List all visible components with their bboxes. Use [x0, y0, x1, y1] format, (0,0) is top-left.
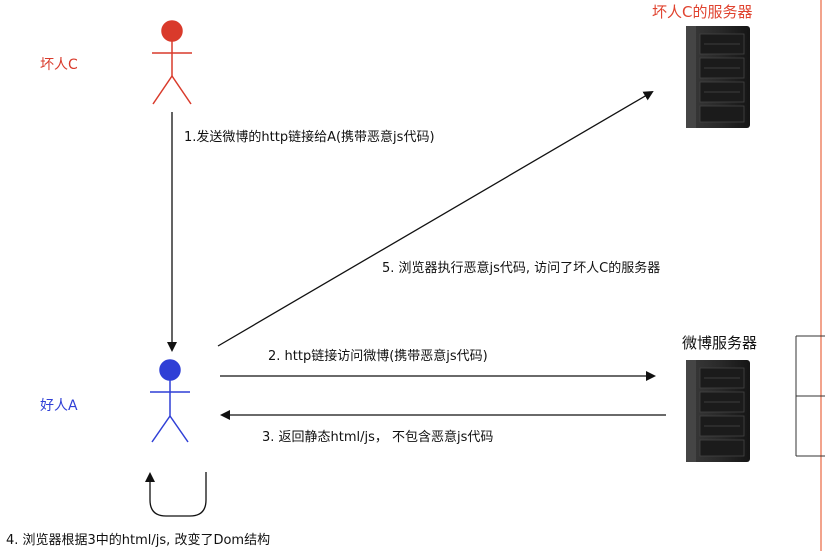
attacker-server-label: 坏人C的服务器 — [652, 3, 752, 21]
arrow-step-5 — [217, 90, 654, 347]
step-3-label: 3. 返回静态html/js， 不包含恶意js代码 — [262, 429, 493, 445]
attacker-server-icon — [686, 26, 750, 128]
weibo-server-icon — [686, 360, 750, 462]
actor-good-a — [150, 359, 190, 443]
step-5-label: 5. 浏览器执行恶意js代码, 访问了坏人C的服务器 — [382, 260, 660, 276]
step-1-label: 1.发送微博的http链接给A(携带恶意js代码) — [184, 129, 435, 145]
weibo-server-label: 微博服务器 — [682, 334, 757, 352]
actor-good-a-label: 好人A — [40, 398, 78, 414]
step-4-label: 4. 浏览器根据3中的html/js, 改变了Dom结构 — [6, 532, 270, 548]
edge-panel — [795, 335, 825, 457]
actor-bad-c — [152, 20, 192, 105]
step-2-label: 2. http链接访问微博(携带恶意js代码) — [268, 348, 488, 364]
actor-bad-c-label: 坏人C — [40, 57, 78, 73]
arrow-step-4 — [145, 472, 207, 517]
